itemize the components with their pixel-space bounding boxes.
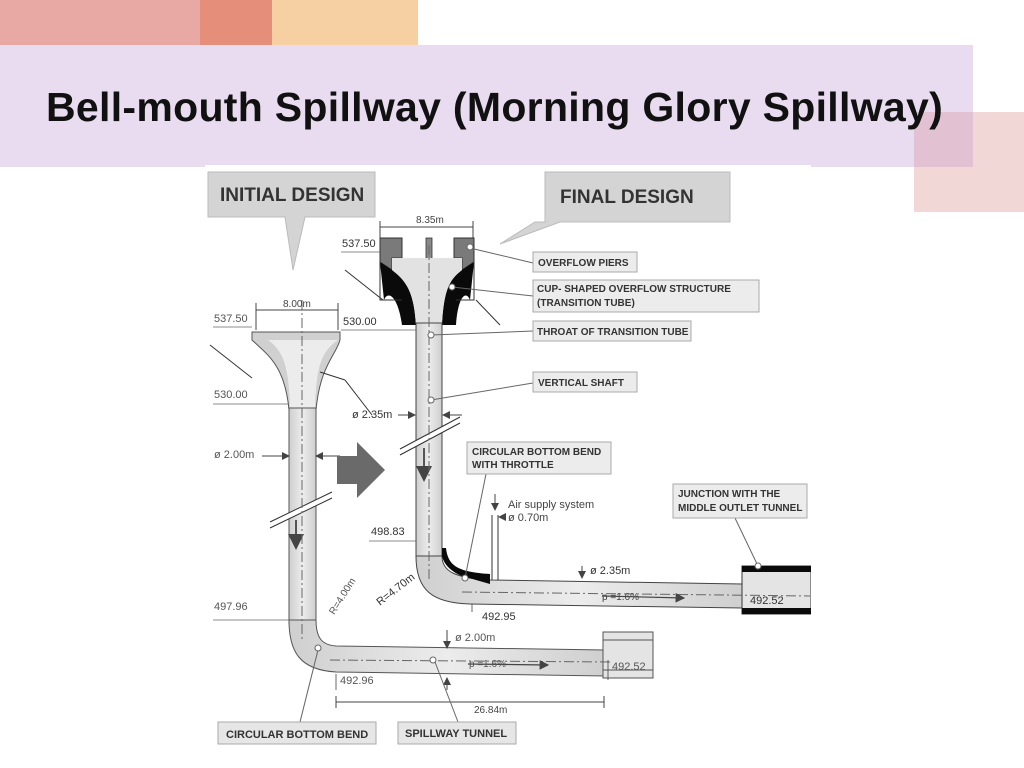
initial-callout: [207, 171, 376, 271]
label-throat: [532, 320, 692, 342]
final-diameter-label: ø 2.35m: [352, 409, 392, 421]
final-cup-left: [380, 262, 416, 325]
initial-width-label: 8.00m: [283, 299, 311, 310]
label-throat-text: THROAT OF TRANSITION TUBE: [537, 327, 689, 338]
label-junction-line1: JUNCTION WITH THE: [678, 489, 781, 500]
spillway-diagram: INITIAL DESIGN 8.00m 537.50 530.00: [205, 165, 811, 750]
initial-elev-tunnel: 492.96: [340, 675, 374, 687]
final-elev-outlet: 492.52: [750, 595, 784, 607]
final-heading: FINAL DESIGN: [560, 187, 694, 208]
deco-block-right-overlap: [914, 112, 973, 167]
final-throttle: [442, 548, 490, 584]
label-vertical-shaft-text: VERTICAL SHAFT: [538, 378, 624, 389]
label-overflow-piers-text: OVERFLOW PIERS: [538, 258, 629, 269]
label-spillway-tunnel-text: SPILLWAY TUNNEL: [405, 728, 507, 740]
initial-heading: INITIAL DESIGN: [220, 185, 364, 206]
label-spillway-tunnel: [397, 721, 517, 745]
initial-elev-bend: 497.96: [214, 601, 248, 613]
label-vertical-shaft: [532, 371, 638, 393]
initial-tunnel-diameter: ø 2.00m: [455, 632, 495, 644]
final-callout: [499, 171, 731, 245]
final-tunnel-diameter: ø 2.35m: [590, 565, 630, 577]
final-elev-tunnel: 492.95: [482, 611, 516, 623]
label-bend-with-throttle-line2: WITH THROTTLE: [472, 460, 554, 471]
label-junction-line2: MIDDLE OUTLET TUNNEL: [678, 503, 802, 514]
label-circular-bottom-bend: [217, 721, 377, 745]
final-elev-bend: 498.83: [371, 526, 405, 538]
final-air-supply-label: Air supply system: [508, 499, 594, 511]
final-slope: p =1.6%: [602, 592, 639, 603]
final-design: FINAL DESIGN 8.35m: [341, 171, 811, 623]
title-band: [0, 45, 973, 167]
final-elev-throat: 530.00: [343, 316, 377, 328]
final-elev-top: 537.50: [342, 238, 376, 250]
initial-elev-throat: 530.00: [214, 389, 248, 401]
final-air-diameter: ø 0.70m: [508, 512, 548, 524]
label-cup-structure-line2: (TRANSITION TUBE): [537, 298, 635, 309]
final-cup-right: [442, 262, 474, 325]
initial-elev-top: 537.50: [214, 313, 248, 325]
initial-slope: p =1.6%: [469, 659, 506, 670]
label-cup-structure-line1: CUP- SHAPED OVERFLOW STRUCTURE: [537, 284, 731, 295]
page-title: Bell-mouth Spillway (Morning Glory Spill…: [46, 84, 944, 130]
initial-length-label: 26.84m: [474, 705, 507, 716]
label-bend-with-throttle: [466, 441, 612, 475]
label-bend-with-throttle-line1: CIRCULAR BOTTOM BEND: [472, 447, 601, 458]
final-width-label: 8.35m: [416, 215, 444, 226]
initial-elev-outlet: 492.52: [612, 661, 646, 673]
label-circular-bottom-bend-text: CIRCULAR BOTTOM BEND: [226, 729, 368, 741]
transition-arrow-icon: [337, 442, 385, 498]
label-overflow-piers: [532, 251, 638, 273]
label-cup-structure: [532, 279, 760, 313]
label-junction: [672, 483, 808, 519]
initial-design: INITIAL DESIGN 8.00m 537.50 530.00: [207, 171, 654, 745]
final-junction-tunnel: [741, 565, 811, 615]
initial-diameter-label: ø 2.00m: [214, 449, 254, 461]
